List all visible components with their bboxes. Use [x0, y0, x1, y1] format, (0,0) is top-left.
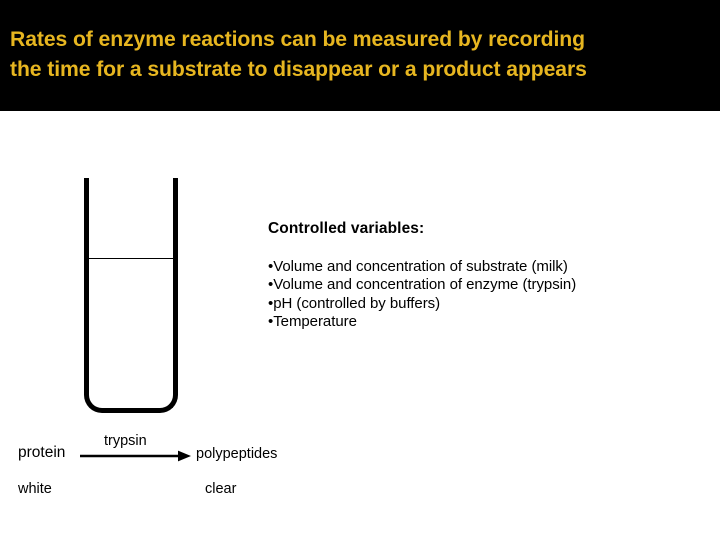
list-item: •Temperature: [268, 313, 698, 331]
product-appearance-label: clear: [205, 481, 237, 497]
list-item-label: Temperature: [273, 313, 357, 331]
list-item-label: Volume and concentration of substrate (m…: [273, 258, 568, 275]
list-item: •Volume and concentration of enzyme (try…: [268, 276, 698, 294]
title-line-2: the time for a substrate to disappear or…: [10, 57, 587, 81]
bullet-icon: •: [268, 313, 274, 331]
reaction-enzyme-label: trypsin: [104, 433, 147, 449]
controlled-variables-heading: Controlled variables:: [268, 220, 425, 237]
list-item: •Volume and concentration of substrate (…: [268, 258, 698, 276]
controlled-variables-block: Controlled variables: •Volume and concen…: [268, 219, 698, 332]
reactant-appearance-label: white: [18, 481, 52, 497]
controlled-variables-list: •Volume and concentration of substrate (…: [268, 258, 698, 332]
test-tube-liquid-level-line: [87, 258, 175, 259]
list-item-label: pH (controlled by buffers): [273, 294, 441, 312]
list-item: •pH (controlled by buffers): [268, 295, 698, 313]
reaction-arrow-icon: [80, 450, 191, 462]
reaction-reactant-label: protein: [18, 444, 66, 461]
bullet-icon: •: [268, 258, 274, 275]
bullet-icon: •: [268, 294, 274, 312]
title-line-1: Rates of enzyme reactions can be measure…: [10, 27, 585, 51]
list-item-label: Volume and concentration of enzyme (tryp…: [273, 276, 577, 294]
bullet-icon: •: [268, 276, 274, 294]
reaction-product-label: polypeptides: [196, 446, 278, 462]
title-banner: Rates of enzyme reactions can be measure…: [0, 0, 720, 111]
test-tube-glass: [84, 178, 178, 413]
test-tube-illustration: [84, 178, 178, 413]
